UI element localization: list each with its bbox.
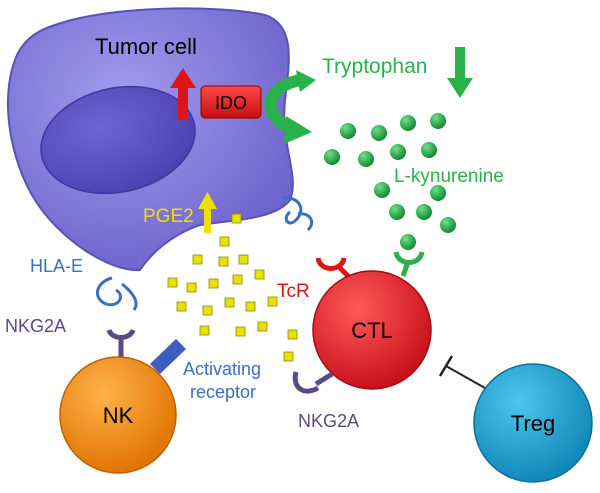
activating-label: Activating — [183, 359, 261, 379]
pge2-square — [231, 213, 242, 224]
pge2-square — [192, 254, 203, 265]
pge2-square — [287, 329, 298, 340]
hla-e-label: HLA-E — [30, 256, 83, 276]
nkg2a-receptor-nk — [106, 328, 136, 358]
pge2-square — [199, 325, 210, 336]
up-arrow-icon — [198, 192, 217, 233]
kynurenine-ball — [358, 151, 374, 167]
tryptophan-label: Tryptophan — [322, 55, 427, 78]
kynurenine-ball — [400, 234, 416, 250]
kynurenine-ball — [421, 142, 437, 158]
pge2-square — [224, 297, 235, 308]
pge2-square — [176, 301, 187, 312]
pge2-square — [208, 278, 219, 289]
kynurenine-ball — [340, 123, 356, 139]
pge2-label: PGE2 — [143, 206, 194, 227]
l-kynurenine-label: L-kynurenine — [394, 166, 504, 187]
receptor-label: receptor — [190, 382, 256, 402]
pge2-square — [283, 351, 294, 362]
kynurenine-ball — [416, 204, 432, 220]
pge2-square — [254, 269, 265, 280]
ctl-label: CTL — [351, 318, 393, 343]
nk-cell — [59, 356, 177, 474]
nkg2a-bottom-label: NKG2A — [298, 411, 359, 431]
pge2-square — [235, 326, 246, 337]
tumor-surface-receptor — [281, 196, 303, 225]
nk-label: NK — [103, 403, 134, 428]
hla-e-molecule — [96, 276, 138, 311]
kynurenine-receptor — [393, 251, 425, 277]
tcr-label: TcR — [277, 281, 310, 302]
treg-label: Treg — [511, 411, 555, 436]
pge2-square — [218, 256, 229, 267]
pge2-square — [232, 274, 243, 285]
treg-cell — [473, 363, 593, 483]
kynurenine-ball — [430, 185, 446, 201]
activating-receptor — [150, 339, 186, 374]
curved-arrow-icon — [264, 70, 316, 144]
kynurenine-ball — [440, 217, 456, 233]
kynurenine-ball — [374, 182, 390, 198]
tumor-nucleus — [40, 85, 196, 195]
ido-box — [200, 85, 262, 119]
ctl-cell — [312, 270, 432, 390]
kynurenine-ball — [324, 149, 340, 165]
pge2-square — [186, 282, 197, 293]
kynurenine-ball — [400, 115, 416, 131]
tumor-surface-receptor — [297, 212, 314, 232]
up-arrow-icon — [170, 68, 196, 120]
kynurenine-ball — [371, 125, 387, 141]
kynurenine-ball — [389, 204, 405, 220]
nkg2a-left-label: NKG2A — [5, 316, 66, 336]
pge2-square — [219, 236, 230, 247]
inhibition-icon — [438, 355, 486, 389]
pge2-square — [257, 321, 268, 332]
nkg2a-receptor-ctl — [292, 371, 334, 394]
tumor-cell-label: Tumor cell — [95, 34, 197, 59]
pge2-square — [238, 254, 249, 265]
pge2-molecules — [167, 213, 298, 362]
pge2-square — [167, 277, 178, 288]
pge2-square — [267, 296, 278, 307]
ido-label: IDO — [215, 93, 247, 113]
pge2-square — [245, 301, 256, 312]
kynurenine-ball — [390, 144, 406, 160]
l-kynurenine-molecules — [324, 113, 456, 250]
down-arrow-icon — [447, 47, 473, 98]
kynurenine-ball — [430, 113, 446, 129]
pge2-square — [202, 305, 213, 316]
